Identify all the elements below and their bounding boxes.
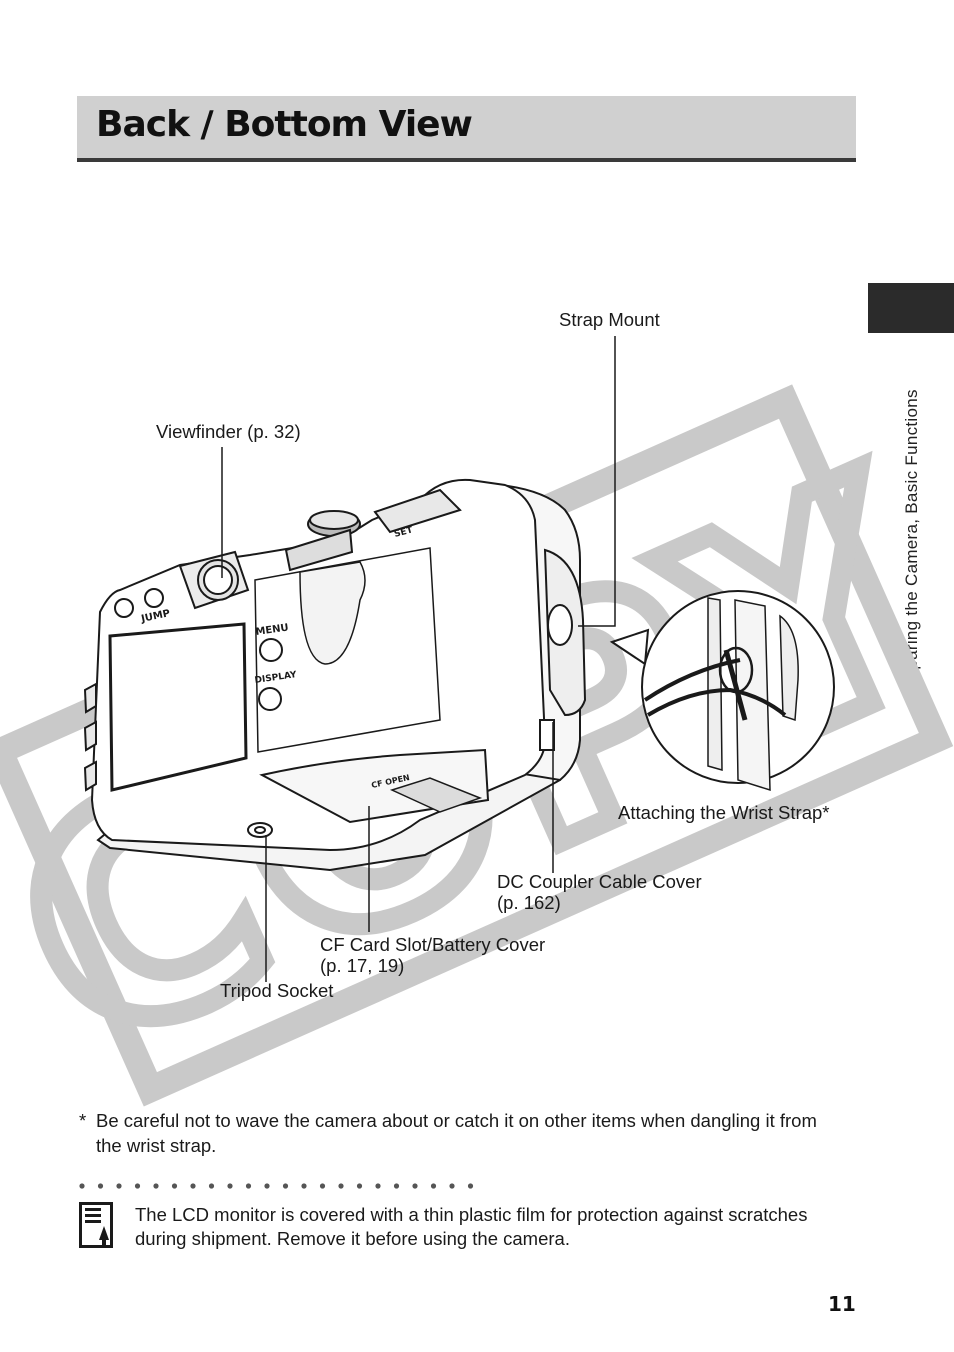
wrist-strap-inset [609, 590, 835, 792]
callout-wrist-strap: Attaching the Wrist Strap* [618, 802, 830, 823]
callout-dc-coupler-line2: (p. 162) [497, 892, 561, 913]
page-number: 11 [828, 1292, 856, 1316]
menu-marking: MENU [255, 622, 289, 638]
callout-viewfinder: Viewfinder (p. 32) [156, 421, 301, 442]
footnote-marker: * [79, 1110, 87, 1131]
callout-cf-card: CF Card Slot/Battery Cover (p. 17, 19) [320, 934, 545, 976]
set-marking: SET [393, 525, 415, 540]
footnote-text: Be careful not to wave the camera about … [96, 1110, 817, 1156]
section-tab-marker [868, 283, 954, 333]
title-bar: Back / Bottom View [77, 96, 856, 162]
leader-lines [221, 336, 616, 982]
note-text: The LCD monitor is covered with a thin p… [135, 1204, 808, 1249]
callout-cf-card-line2: (p. 17, 19) [320, 955, 405, 976]
callout-tripod-socket: Tripod Socket [220, 980, 334, 1001]
callout-dc-coupler-line1: DC Coupler Cable Cover [497, 871, 702, 892]
memo-note-icon [79, 1202, 113, 1248]
camera-body [83, 478, 587, 872]
callout-strap-mount: Strap Mount [559, 309, 660, 330]
callout-cf-card-line1: CF Card Slot/Battery Cover [320, 934, 546, 955]
dotted-divider [79, 1183, 474, 1189]
footnote: * Be careful not to wave the camera abou… [79, 1108, 839, 1158]
callout-dc-coupler: DC Coupler Cable Cover (p. 162) [497, 871, 702, 913]
page-title: Back / Bottom View [96, 104, 473, 145]
